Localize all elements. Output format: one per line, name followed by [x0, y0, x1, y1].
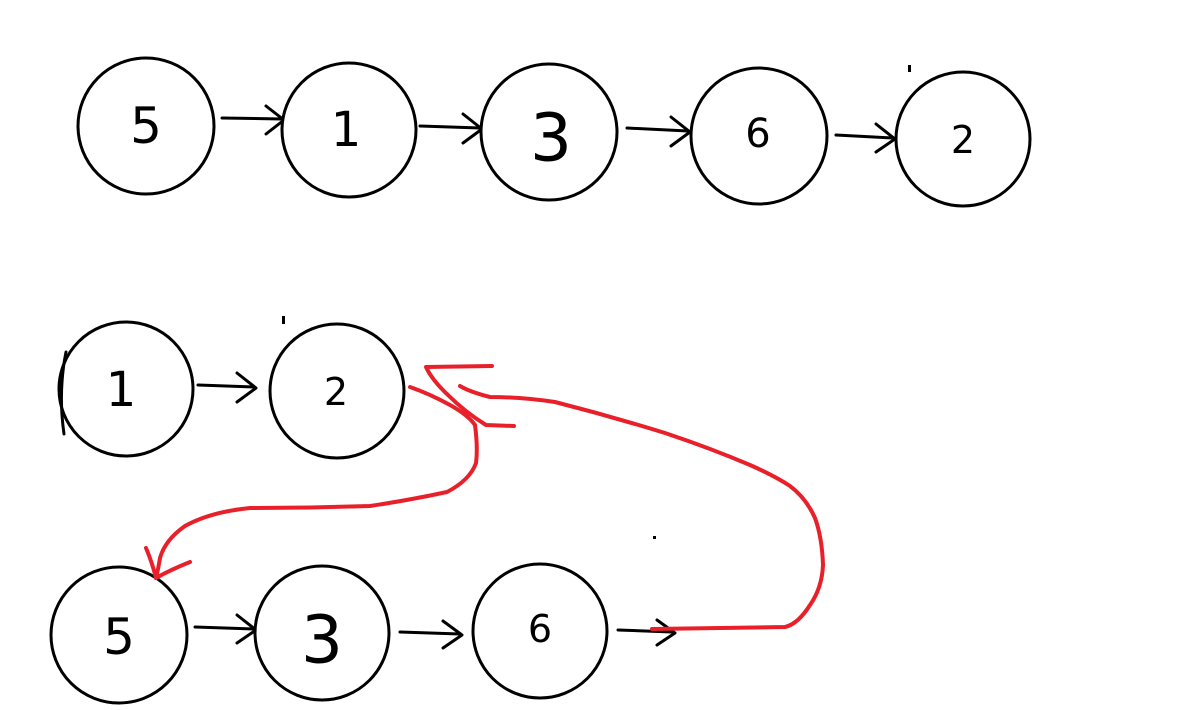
link-row1-3 — [625, 115, 692, 148]
node-value: 1 — [331, 102, 362, 158]
node-circle — [471, 562, 609, 700]
node-circle — [57, 320, 195, 458]
link-row3-1 — [193, 613, 258, 645]
node-circle — [479, 62, 619, 202]
arrow-head-icon — [655, 618, 677, 647]
node-circle — [49, 565, 189, 705]
node-row2-1: 1 — [57, 320, 195, 458]
arrow-head-icon — [235, 371, 258, 404]
link-line — [616, 628, 674, 634]
link-row3-3 — [616, 618, 677, 647]
node-row3-1: 5 — [49, 565, 189, 705]
node-value: 2 — [951, 118, 975, 162]
link-row1-1 — [220, 104, 286, 136]
link-line — [625, 126, 690, 133]
link-row1-2 — [418, 112, 484, 145]
node-row1-3: 3 — [479, 62, 619, 202]
red-arrow-head-icon — [424, 364, 516, 428]
arrow-head-icon — [441, 619, 464, 650]
link-row1-4 — [834, 122, 897, 154]
node-value: 5 — [130, 97, 162, 155]
node-value: 3 — [301, 602, 343, 679]
red-annotations — [144, 364, 825, 631]
node-value: 2 — [324, 370, 348, 414]
link-line — [220, 116, 284, 121]
ink-speck — [908, 65, 911, 72]
node-row1-5: 2 — [894, 70, 1032, 208]
ink-speck — [653, 536, 656, 539]
red-arrow-head-icon — [144, 546, 192, 580]
link-line — [398, 630, 462, 636]
node-row3-3: 6 — [471, 562, 609, 700]
red-link-6-to-2 — [458, 384, 825, 631]
node-value: 6 — [745, 111, 770, 157]
node-row1-2: 1 — [280, 61, 418, 199]
link-line — [196, 383, 256, 389]
node-circle — [76, 56, 216, 196]
red-edge-mark — [408, 385, 477, 427]
ink-speck — [282, 316, 285, 324]
node-value: 6 — [528, 607, 552, 651]
node-circle — [253, 564, 391, 702]
node-value: 3 — [530, 100, 572, 177]
node-circle — [280, 61, 418, 199]
link-row2-1 — [196, 371, 258, 404]
node-circle — [689, 66, 829, 206]
node-row2-2: 2 — [268, 322, 406, 460]
node-row1-1: 5 — [76, 56, 216, 196]
result-list-b: 5 3 6 — [49, 536, 677, 705]
node-circle — [268, 322, 406, 460]
red-link-2-to-5 — [154, 423, 479, 580]
link-line — [834, 133, 895, 140]
link-line — [418, 124, 482, 130]
link-row3-2 — [398, 619, 464, 650]
stroke-mark — [59, 350, 68, 436]
link-line — [193, 625, 256, 631]
original-list: 5 1 3 6 — [76, 56, 1032, 208]
node-value: 1 — [106, 362, 137, 418]
node-row3-2: 3 — [253, 564, 391, 702]
node-value: 5 — [103, 608, 135, 666]
result-list-a: 1 2 — [57, 316, 406, 460]
node-row1-4: 6 — [689, 66, 829, 206]
node-circle — [894, 70, 1032, 208]
